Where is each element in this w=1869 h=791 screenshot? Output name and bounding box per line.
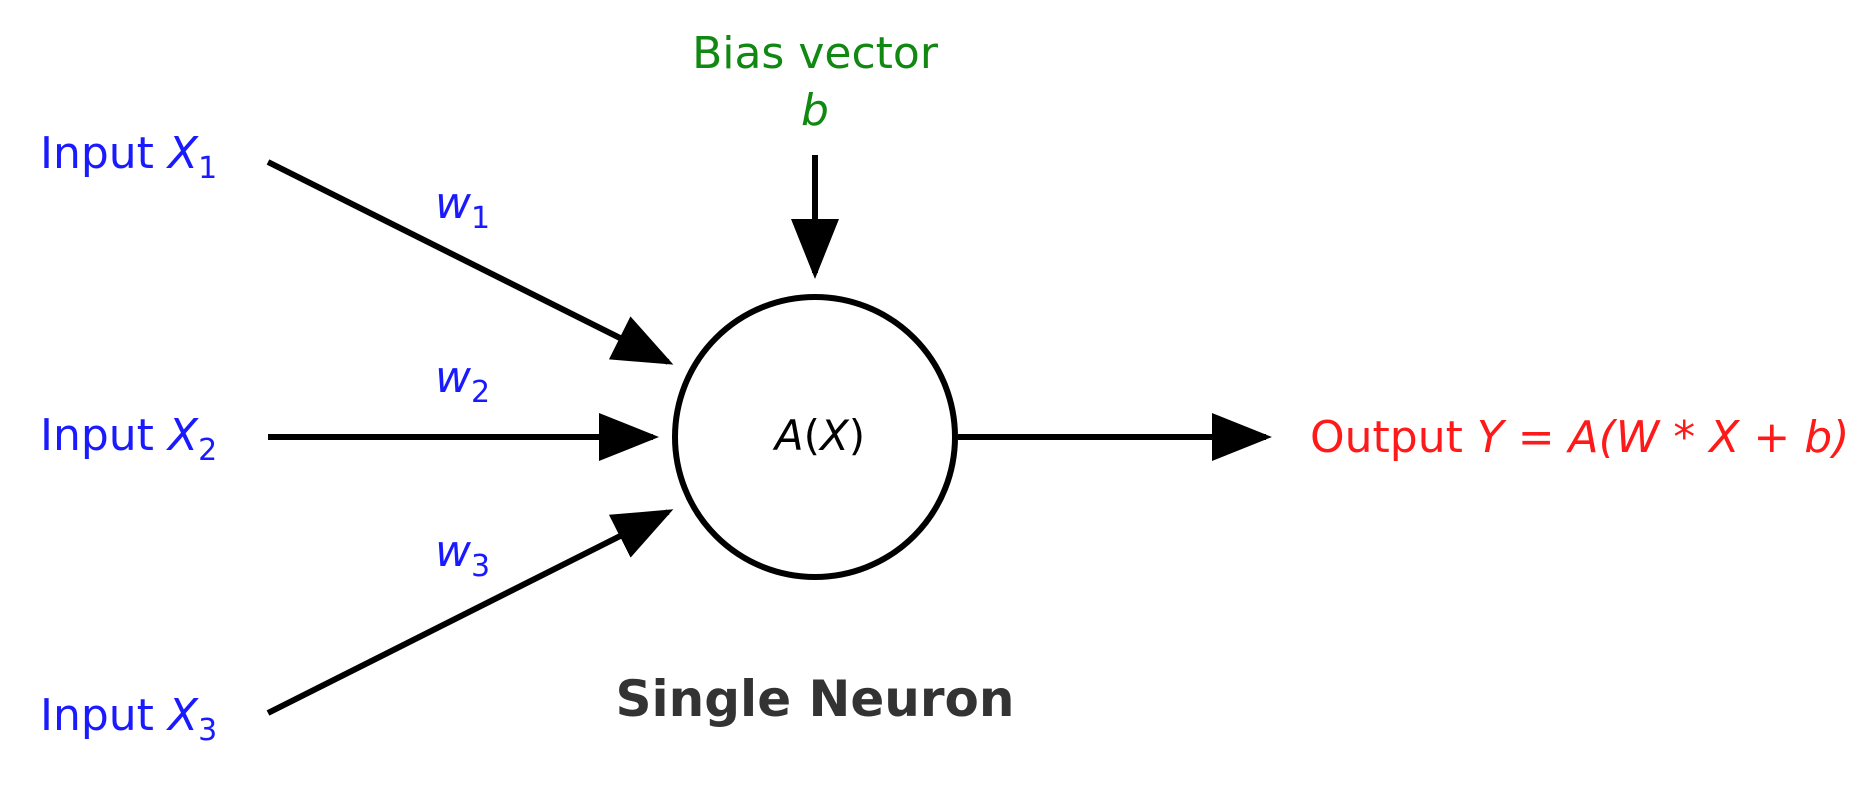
- input-arrow-1: [266, 159, 674, 365]
- output-label: Output Y = A(W * X + b): [1310, 412, 1849, 463]
- diagram-title: Single Neuron: [616, 670, 1015, 728]
- weight-label-1: w1: [435, 178, 490, 236]
- input-arrow-3: [266, 509, 674, 716]
- bias-symbol: b: [801, 85, 829, 136]
- input-label-3: Input X3: [40, 690, 217, 748]
- bias-label: Bias vector: [692, 28, 939, 79]
- neuron-node: [672, 294, 958, 580]
- input-label-1: Input X1: [40, 128, 217, 186]
- input-label-2: Input X2: [40, 410, 217, 468]
- weight-label-2: w2: [435, 352, 490, 410]
- weight-label-3: w3: [435, 526, 490, 584]
- neuron-activation-label: A(X): [772, 411, 865, 460]
